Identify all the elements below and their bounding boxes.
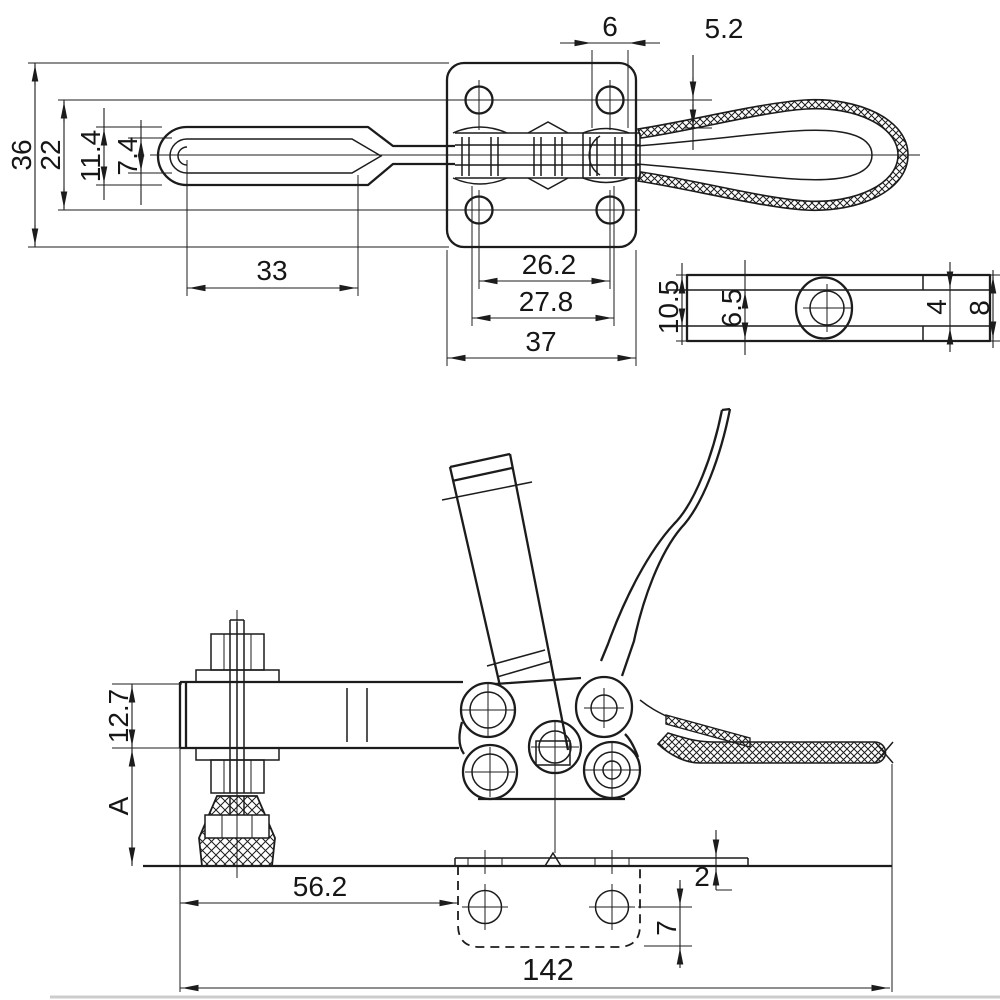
dim-label-7: 7 <box>651 920 682 936</box>
grip-end-cap <box>874 741 894 764</box>
mount-hole-crosshairs <box>462 884 635 930</box>
spindle-rod <box>229 619 245 793</box>
arm-slot <box>187 138 383 174</box>
handle-bar <box>441 452 570 751</box>
pin1-lines <box>461 137 499 176</box>
foot-hex-facets <box>221 815 253 838</box>
dim-label-27-8: 27.8 <box>519 286 574 317</box>
dim-label-7-4: 7.4 <box>112 137 143 176</box>
handle-rod-loop <box>635 129 873 181</box>
arm-top-edge <box>187 125 455 148</box>
dim-label-36: 36 <box>6 139 37 170</box>
dim-label-5-2: 5.2 <box>705 13 744 44</box>
handle-grip-band <box>636 98 909 212</box>
dim-label-6: 6 <box>602 11 618 42</box>
arrowheads <box>31 39 997 992</box>
view-drawbar-detail <box>668 273 992 343</box>
grip-band-main <box>656 732 887 764</box>
dimension-lines: 36 22 11.4 7.4 33 6 5.2 26.2 27.8 37 10.… <box>6 11 1000 992</box>
pin2-lines <box>533 137 563 176</box>
view-side-elevation <box>143 407 894 948</box>
drawbar-hole-crosshair <box>803 284 851 332</box>
mounting-plate-hidden <box>457 866 641 948</box>
lever-lower-edge <box>639 699 667 717</box>
hole-centerlines <box>478 80 611 236</box>
lever-blade <box>599 407 732 677</box>
dim-label-33: 33 <box>256 255 287 286</box>
dim-label-A: A <box>103 796 134 815</box>
pivot-block-lines <box>455 132 640 179</box>
view-arm-plan <box>150 125 920 187</box>
pivot-block-edges <box>582 133 641 178</box>
dim-label-56-2: 56.2 <box>293 871 348 902</box>
dim-label-2: 2 <box>694 861 710 892</box>
pin2-caps <box>527 121 569 190</box>
drawbar-outline <box>685 273 992 343</box>
dim-label-6-5: 6.5 <box>716 289 747 328</box>
flange-ticks <box>467 850 630 874</box>
pivot-cluster <box>458 649 642 801</box>
nut-bottom-facets <box>223 760 252 793</box>
dim-label-4: 4 <box>921 299 952 315</box>
arm-outer-arc <box>156 125 188 187</box>
dim-label-37: 37 <box>525 326 556 357</box>
clevis-arc <box>588 135 601 176</box>
dim-label-8: 8 <box>964 300 995 316</box>
nut-top-facets <box>223 634 252 670</box>
elev-arm-ticks <box>346 688 368 742</box>
rod-into-foot <box>229 796 245 815</box>
dim-label-11-4: 11.4 <box>75 130 106 182</box>
center-arrow-mark <box>544 851 562 867</box>
pin3-lines <box>589 137 623 176</box>
dim-label-12-7: 12.7 <box>103 689 134 744</box>
drawbar-slot-lines <box>668 289 990 327</box>
pin3-caps <box>582 127 630 184</box>
elev-arm <box>178 680 463 750</box>
arm-rod-end-arc <box>177 146 188 166</box>
arm-slot-arc <box>169 138 188 174</box>
dim-label-10-5: 10.5 <box>653 280 684 335</box>
arm-bottom-edge <box>187 162 455 187</box>
flange-strip <box>454 857 749 866</box>
dim-label-22: 22 <box>35 139 66 170</box>
base-plate-outline <box>445 61 638 249</box>
pin1-caps <box>452 126 508 185</box>
dim-label-142: 142 <box>522 952 574 987</box>
dim-label-26-2: 26.2 <box>522 249 577 280</box>
drawbar-boss <box>794 276 854 340</box>
